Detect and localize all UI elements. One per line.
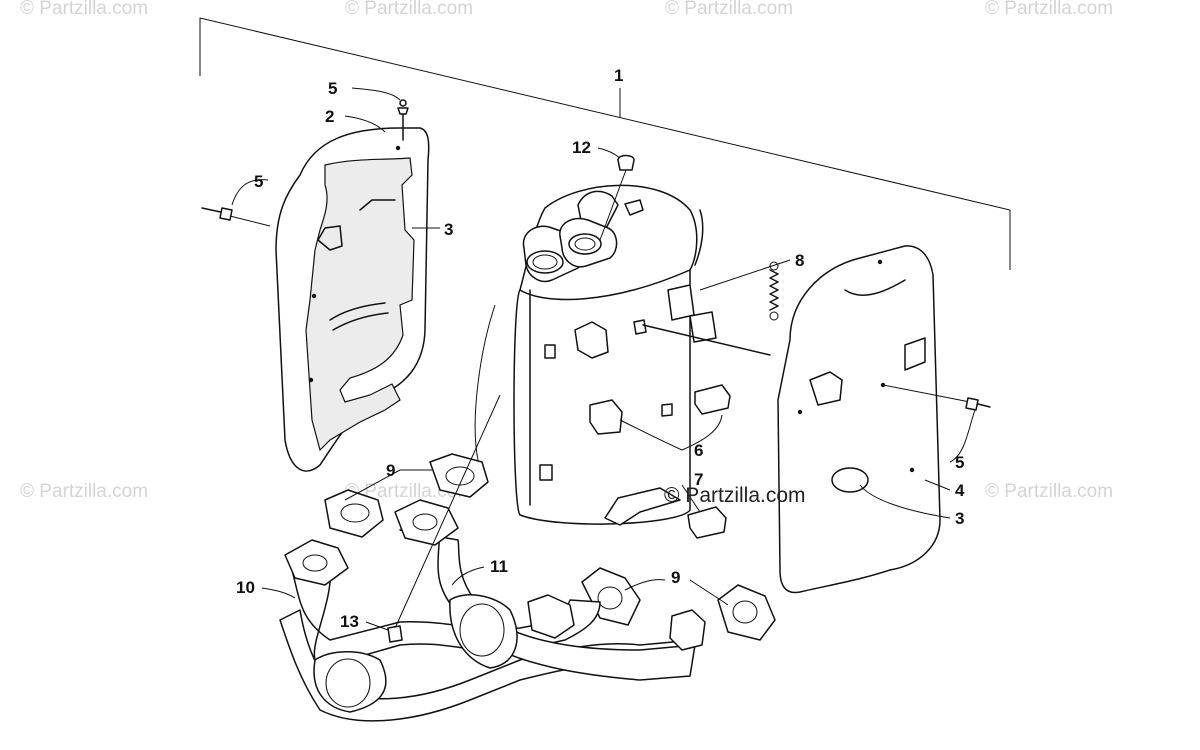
watermark-main: © Partzilla.com	[664, 484, 806, 507]
callout-3-left: 3	[444, 220, 453, 239]
watermark-top-4: © Partzilla.com	[985, 0, 1113, 19]
spring	[769, 261, 779, 321]
callout-9-right: 9	[671, 568, 680, 587]
muffler	[513, 184, 771, 526]
bolt-left	[201, 207, 271, 227]
assembly-bracket	[199, 17, 1011, 270]
callout-9-left: 9	[386, 461, 395, 480]
callout-3-right: 3	[955, 509, 964, 528]
callout-4: 4	[955, 481, 965, 500]
watermark-top-1: © Partzilla.com	[20, 0, 148, 19]
callout-5-left: 5	[254, 172, 263, 191]
leader-lines	[231, 87, 976, 631]
callout-6: 6	[694, 441, 703, 460]
callout-12: 12	[572, 138, 591, 157]
callout-10: 10	[236, 578, 255, 597]
left-heat-shield	[275, 127, 430, 472]
gaskets	[324, 453, 776, 641]
bolt-13	[387, 394, 501, 643]
callout-2: 2	[325, 107, 334, 126]
watermark-top-3: © Partzilla.com	[665, 0, 793, 19]
right-heat-shield	[777, 245, 941, 594]
watermark-mid-right: © Partzilla.com	[985, 481, 1113, 502]
callout-5-right: 5	[955, 453, 964, 472]
callout-8: 8	[795, 251, 804, 270]
bolt-right	[882, 384, 991, 411]
watermark-top-2: © Partzilla.com	[345, 0, 473, 19]
bolt-top	[397, 99, 409, 141]
callout-1: 1	[614, 66, 623, 85]
watermark-mid-left: © Partzilla.com	[20, 481, 148, 502]
callout-7: 7	[694, 470, 703, 489]
header-pipe-rear	[394, 499, 706, 681]
callout-11: 11	[490, 557, 508, 576]
isolators	[687, 384, 731, 539]
callout-5-top: 5	[328, 79, 337, 98]
callout-13: 13	[340, 612, 359, 631]
